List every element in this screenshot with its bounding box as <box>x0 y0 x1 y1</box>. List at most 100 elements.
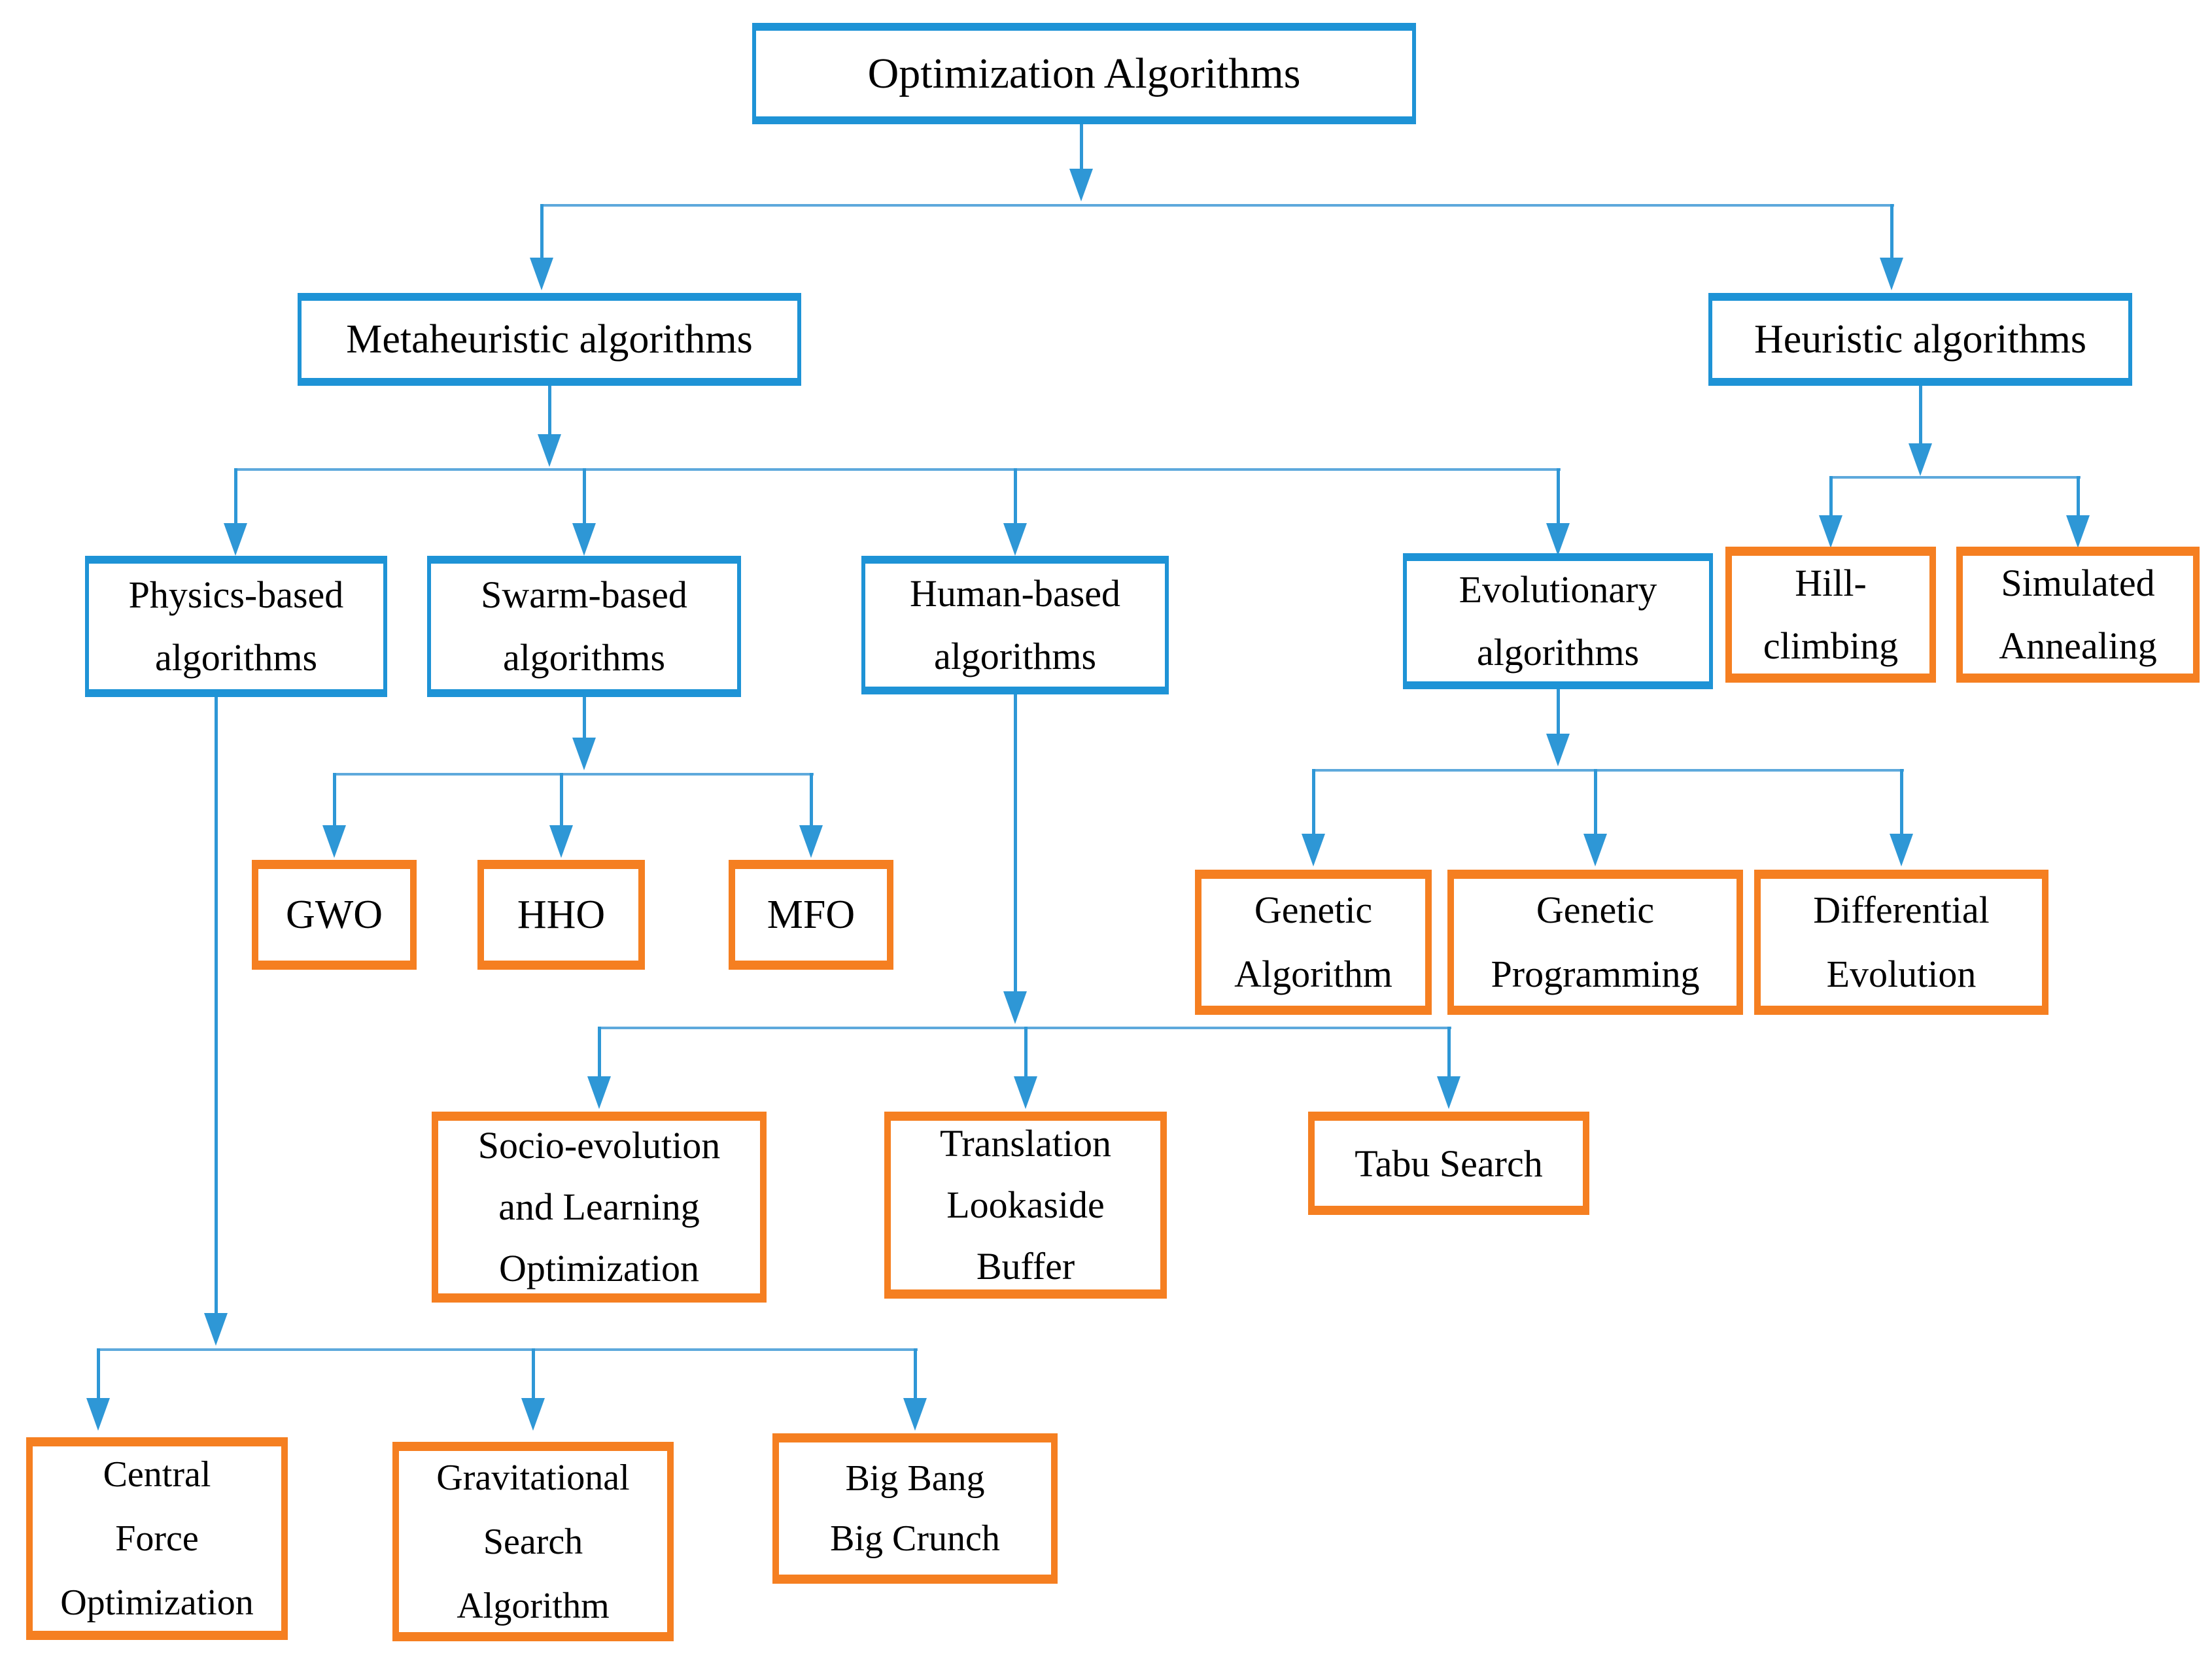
arrow-down-icon <box>86 1398 110 1431</box>
connector-line <box>1556 468 1560 523</box>
connector-line <box>2076 476 2080 515</box>
connector-line <box>1829 476 1833 515</box>
connector-rail <box>1831 476 2081 479</box>
node-label: and Learning <box>498 1186 700 1228</box>
connector-line <box>1013 694 1017 991</box>
connector-line <box>96 1348 100 1398</box>
arrow-down-icon <box>1583 834 1607 866</box>
node-label: algorithms <box>933 635 1097 677</box>
arrow-down-icon <box>1546 734 1570 766</box>
node-label: algorithms <box>502 636 666 679</box>
connector-line <box>1890 204 1893 258</box>
node-label: GWO <box>285 892 383 937</box>
node-label: Algorithm <box>1234 953 1392 995</box>
connector-line <box>1447 1027 1451 1076</box>
arrow-down-icon <box>1302 834 1325 866</box>
connector-rail <box>334 773 814 776</box>
arrow-down-icon <box>521 1398 545 1431</box>
connector-rail <box>235 468 1561 471</box>
arrow-down-icon <box>549 825 573 858</box>
connector-rail <box>1313 769 1904 772</box>
connector-line <box>531 1348 535 1398</box>
node-label: Force <box>115 1518 199 1559</box>
arrow-down-icon <box>1880 258 1903 290</box>
node-label: Buffer <box>976 1245 1075 1288</box>
arrow-down-icon <box>1819 515 1842 548</box>
arrow-down-icon <box>1003 523 1027 556</box>
connector-line <box>547 386 551 434</box>
node-label: Central <box>103 1454 211 1495</box>
node-differential-evolution: Differential Evolution <box>1754 870 2048 1015</box>
arrow-down-icon <box>530 258 553 290</box>
connector-rail <box>98 1348 918 1351</box>
node-label: Optimization Algorithms <box>867 49 1301 97</box>
connector-line <box>233 468 237 523</box>
node-label: algorithms <box>154 636 318 679</box>
node-label: Big Crunch <box>830 1518 1000 1559</box>
arrow-down-icon <box>903 1398 927 1431</box>
arrow-down-icon <box>1014 1076 1037 1109</box>
arrow-down-icon <box>224 523 247 556</box>
node-label: Algorithm <box>457 1585 610 1626</box>
node-heuristic-algorithms: Heuristic algorithms <box>1708 293 2132 386</box>
node-label: HHO <box>517 892 606 937</box>
node-label: Genetic <box>1536 889 1655 931</box>
node-genetic-algorithm: Genetic Algorithm <box>1195 870 1432 1015</box>
arrow-down-icon <box>204 1313 228 1346</box>
arrow-down-icon <box>1437 1076 1460 1109</box>
node-label: Differential <box>1813 889 1990 931</box>
node-label: Evolutionary <box>1459 568 1657 611</box>
arrow-down-icon <box>1890 834 1913 866</box>
node-physics-based-algorithms: Physics-based algorithms <box>85 556 387 697</box>
node-label: Hill- <box>1795 562 1867 604</box>
node-gwo: GWO <box>252 860 417 970</box>
node-label: Physics-based <box>128 573 344 616</box>
arrow-down-icon <box>2066 515 2090 548</box>
connector-line <box>559 773 563 825</box>
connector-rail <box>542 204 1894 207</box>
node-tabu-search: Tabu Search <box>1308 1112 1589 1215</box>
node-big-bang-big-crunch: Big Bang Big Crunch <box>772 1433 1058 1584</box>
connector-line <box>582 697 586 738</box>
connector-line <box>1311 769 1315 834</box>
connector-line <box>1556 689 1560 734</box>
connector-line <box>1918 386 1922 443</box>
node-label: Heuristic algorithms <box>1754 316 2086 362</box>
connector-line <box>582 468 586 523</box>
node-hho: HHO <box>477 860 645 970</box>
node-label: algorithms <box>1476 631 1640 674</box>
node-translation-lookaside-buffer: Translation Lookaside Buffer <box>884 1112 1167 1299</box>
node-label: Simulated <box>2001 562 2155 604</box>
node-hill-climbing: Hill- climbing <box>1725 547 1936 683</box>
connector-line <box>1593 769 1597 834</box>
connector-line <box>332 773 336 825</box>
connector-line <box>597 1027 601 1076</box>
connector-line <box>214 697 218 1313</box>
node-genetic-programming: Genetic Programming <box>1447 870 1743 1015</box>
arrow-down-icon <box>1546 523 1570 556</box>
node-label: Tabu Search <box>1355 1142 1543 1185</box>
connector-line <box>1024 1027 1028 1076</box>
node-label: Genetic <box>1254 889 1373 931</box>
node-label: MFO <box>767 892 855 937</box>
node-label: Programming <box>1491 953 1700 995</box>
node-label: Socio-evolution <box>477 1124 721 1167</box>
arrow-down-icon <box>587 1076 611 1109</box>
node-label: Swarm-based <box>481 573 687 616</box>
arrow-down-icon <box>1069 169 1093 201</box>
arrow-down-icon <box>538 434 561 467</box>
node-mfo: MFO <box>729 860 893 970</box>
node-optimization-algorithms: Optimization Algorithms <box>752 23 1416 124</box>
node-gravitational-search-algorithm: Gravitational Search Algorithm <box>392 1442 674 1641</box>
node-label: Metaheuristic algorithms <box>346 316 753 362</box>
connector-line <box>913 1348 917 1398</box>
arrow-down-icon <box>572 523 596 556</box>
node-label: Annealing <box>1999 624 2157 667</box>
connector-line <box>540 204 544 258</box>
node-label: Human-based <box>909 572 1121 615</box>
node-label: Gravitational <box>436 1457 630 1498</box>
node-metaheuristic-algorithms: Metaheuristic algorithms <box>298 293 801 386</box>
node-label: Big Bang <box>845 1458 985 1499</box>
node-label: climbing <box>1763 624 1899 667</box>
